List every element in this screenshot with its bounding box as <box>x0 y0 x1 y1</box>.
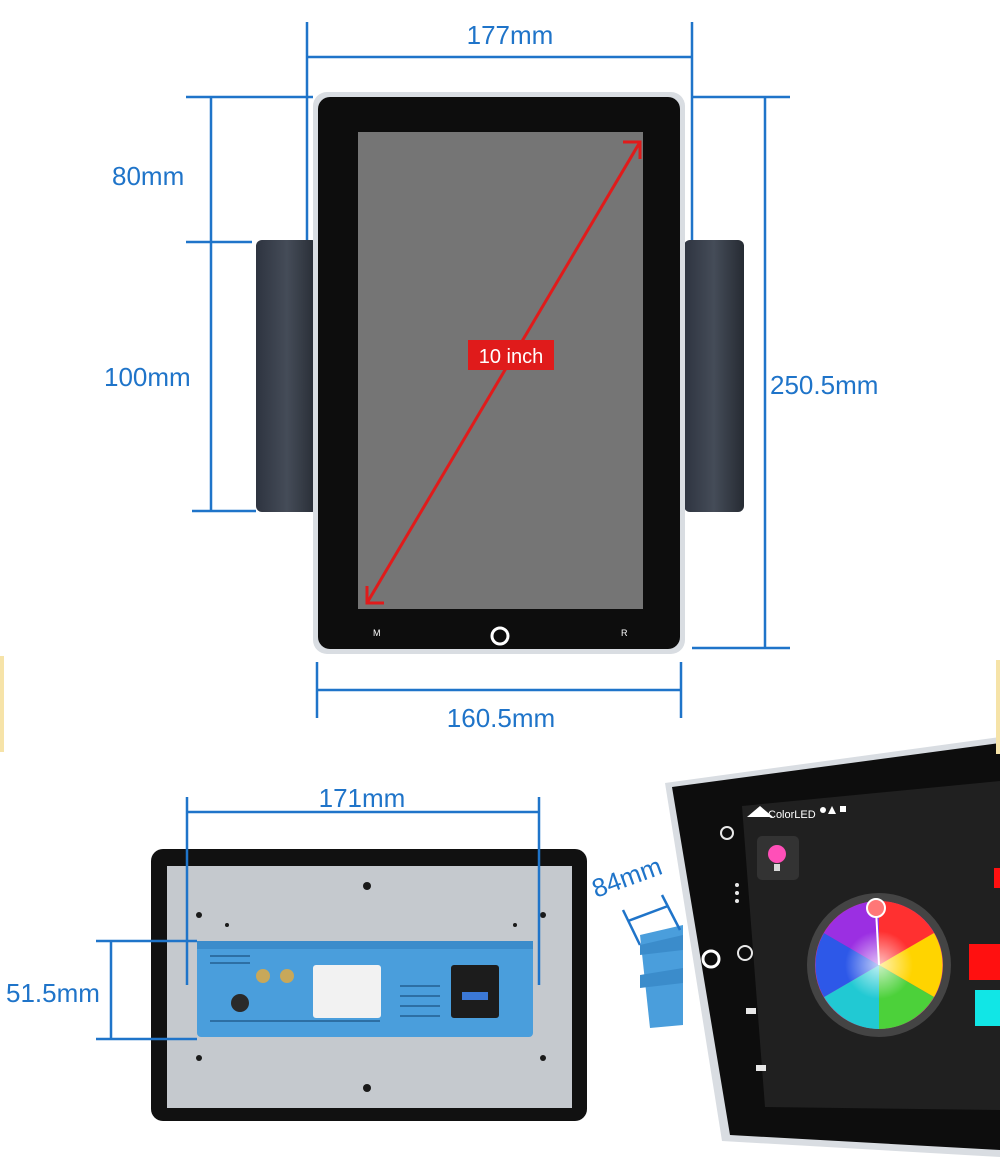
height-upper-label: 80mm <box>112 161 184 191</box>
cyan-swatch <box>975 990 1000 1026</box>
harness-connector <box>313 965 381 1018</box>
left-bracket <box>256 240 318 512</box>
width-bottom-label: 160.5mm <box>447 703 555 733</box>
usb-port <box>462 992 488 1000</box>
back-view: 171mm 51.5mm <box>6 783 587 1121</box>
device-screen <box>358 132 643 609</box>
diagonal-label-box <box>468 340 554 370</box>
side-fin-1 <box>640 935 683 955</box>
color-picker-handle <box>866 898 886 918</box>
bulb-icon <box>768 845 786 863</box>
diagonal-arrow <box>365 140 642 605</box>
angled-view: 84mm ColorLED <box>588 737 1000 1157</box>
front-view: M R 10 inch 177mm 250.5mm 80mm 100mm <box>104 20 878 733</box>
chassis-fins <box>197 941 533 949</box>
home-button <box>490 626 510 646</box>
button-r-label: R <box>621 628 628 638</box>
button-m-label: M <box>373 628 381 638</box>
bulb-base <box>774 864 780 871</box>
image-icon <box>840 806 846 812</box>
edge-mark-right <box>996 660 1000 754</box>
red-swatch-top <box>994 868 1000 888</box>
diagonal-label: 10 inch <box>479 346 544 368</box>
height-lower-label: 100mm <box>104 362 191 392</box>
color-wheel <box>807 893 951 1037</box>
width-top-label: 177mm <box>467 20 554 50</box>
red-swatch <box>969 944 1000 980</box>
home-icon <box>747 806 773 817</box>
back-width-label: 171mm <box>319 783 406 813</box>
height-total-label: 250.5mm <box>770 370 878 400</box>
right-bracket <box>684 240 744 512</box>
antenna-port <box>231 994 249 1012</box>
back-height-label: 51.5mm <box>6 978 100 1008</box>
usb-connector <box>451 965 499 1018</box>
shield-icon <box>820 807 826 813</box>
app-title: ColorLED <box>768 809 816 821</box>
app-header: ColorLED <box>747 806 846 821</box>
angled-side-buttons <box>701 826 766 1071</box>
rca-port-2 <box>280 969 294 983</box>
vent-holes <box>210 955 440 1022</box>
warning-icon <box>828 806 836 814</box>
edge-mark-left <box>0 656 4 752</box>
depth-label: 84mm <box>588 851 666 904</box>
side-fin-2 <box>640 968 683 988</box>
screw-holes <box>196 882 546 1092</box>
rca-port-1 <box>256 969 270 983</box>
